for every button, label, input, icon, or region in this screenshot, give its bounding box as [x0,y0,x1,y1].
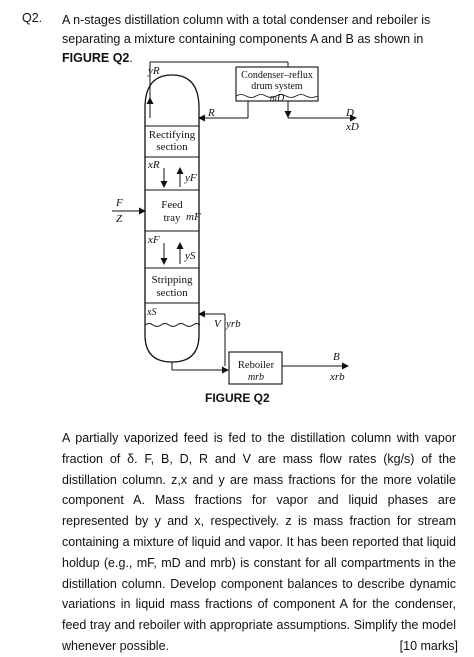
feed-tray-label-2: tray [163,212,181,224]
label-mF: mF [186,211,201,223]
figure-reference: FIGURE Q2 [62,51,130,65]
label-R: R [207,107,215,119]
label-V: V [214,318,222,330]
label-yS: yS [184,250,196,262]
label-B: B [333,351,340,363]
label-mrb: mrb [248,372,264,383]
label-xS: xS [146,307,156,318]
distillation-column-figure: yR Condenser–reflux drum system mD R D x… [112,61,359,385]
column-shell [144,74,200,363]
reboiler-label: Reboiler [238,360,275,371]
label-xF: xF [147,234,160,246]
label-mD: mD [270,93,285,104]
label-xR: xR [147,159,160,171]
label-xD: xD [345,121,359,133]
rectifying-label-2: section [156,141,188,153]
label-yrb: yrb [225,318,241,330]
label-xrb: xrb [329,371,345,383]
label-F: F [115,197,123,209]
rectifying-label-1: Rectifying [149,129,196,141]
feed-tray-label-1: Feed [161,199,183,211]
marks-label: [10 marks] [399,639,458,653]
condenser-label-2: drum system [251,81,303,92]
stripping-label-1: Stripping [152,274,193,286]
liquid-level [144,323,201,327]
figure-caption: FIGURE Q2 [205,391,270,405]
condenser-label-1: Condenser–reflux [241,70,313,81]
problem-statement: A partially vaporized feed is fed to the… [62,431,456,653]
stripping-label-2: section [156,287,188,299]
label-D: D [345,107,354,119]
label-yR: yR [147,65,160,77]
reboiler-box [228,351,283,385]
question-number: Q2. [22,11,43,25]
label-Z: Z [116,213,123,225]
question-intro: A n-stages distillation column with a to… [62,13,431,65]
label-yF: yF [184,172,197,184]
condenser-box [235,66,319,102]
